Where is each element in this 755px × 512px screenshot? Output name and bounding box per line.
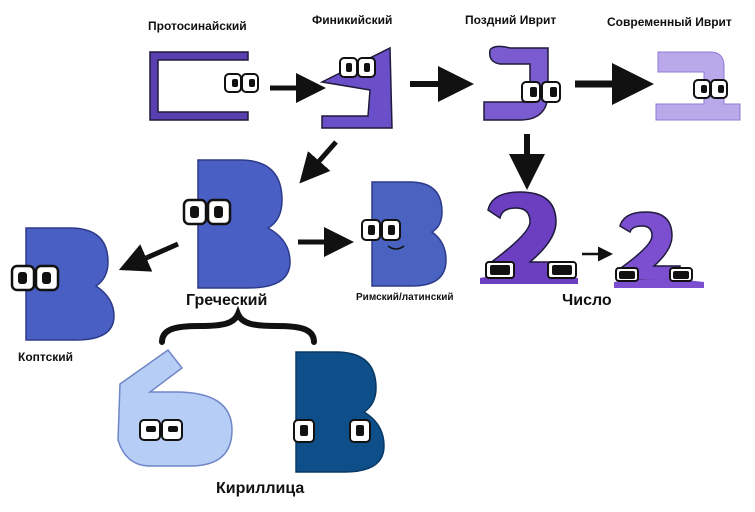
label-modern-hebrew: Современный Иврит — [607, 15, 732, 29]
googly-eyes-icon — [139, 419, 183, 441]
arrows — [118, 63, 654, 272]
number-two-small — [614, 211, 704, 288]
arrow-down-left-icon — [118, 241, 180, 272]
googly-eyes-icon — [521, 81, 561, 103]
googly-eyes-icon — [693, 79, 728, 99]
curly-brace-icon — [159, 305, 317, 345]
googly-eyes-icon — [293, 419, 371, 443]
label-late-hebrew: Поздний Иврит — [465, 13, 557, 27]
label-number: Число — [562, 292, 612, 309]
greek-letter — [182, 159, 291, 289]
googly-eyes-icon — [10, 264, 60, 292]
googly-eyes-icon — [224, 73, 259, 93]
label-roman-latin: Римский/латинский — [356, 292, 454, 303]
label-phoenician: Финикийский — [312, 13, 393, 27]
label-coptic: Коптский — [18, 350, 74, 364]
cyrillic-letter-be — [117, 348, 233, 467]
sunglasses-icon — [615, 267, 693, 282]
arrow-down-left-icon — [299, 140, 338, 184]
googly-eyes-icon — [182, 198, 232, 226]
phoenician-letter — [319, 46, 393, 129]
roman-latin-letter — [361, 181, 447, 287]
late-hebrew-letter — [483, 45, 561, 121]
label-greek: Греческий — [186, 292, 268, 309]
label-cyrillic: Кириллица — [216, 480, 305, 497]
cyrillic-letter-ve — [293, 351, 385, 473]
label-proto-sinaitic: Протосинайский — [148, 19, 247, 33]
googly-eyes-icon — [361, 219, 401, 241]
sunglasses-icon — [485, 261, 577, 279]
modern-hebrew-letter — [655, 51, 741, 121]
proto-sinaitic-letter — [149, 51, 259, 121]
coptic-letter — [10, 227, 115, 341]
googly-eyes-icon — [339, 57, 376, 78]
number-two-large — [480, 191, 578, 284]
